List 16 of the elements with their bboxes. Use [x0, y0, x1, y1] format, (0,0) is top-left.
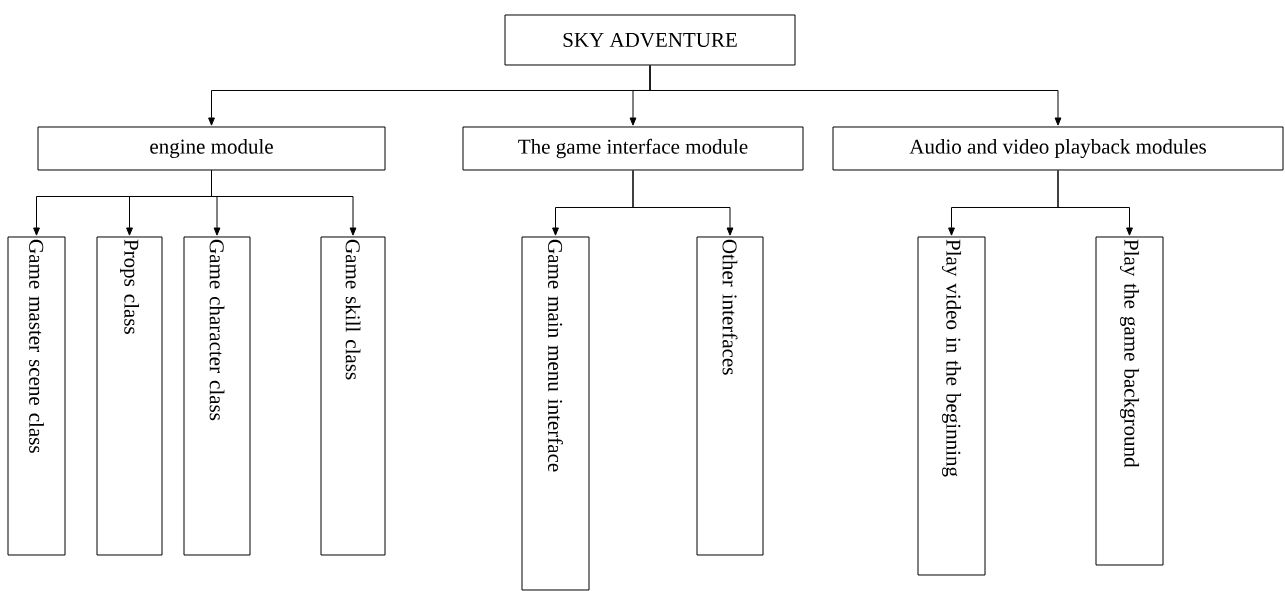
class-box: Other interfaces [696, 236, 764, 556]
arrow [211, 170, 357, 236]
arrow [1057, 170, 1133, 236]
module-box: The game interface module [462, 126, 804, 171]
class-box: Game master scene class [7, 236, 66, 556]
arrow [649, 65, 1062, 126]
class-box: Play video in the beginning [917, 236, 986, 576]
title-box: SKY ADVENTURE [504, 14, 796, 66]
arrow [632, 170, 734, 236]
class-box: Play the game background [1095, 236, 1164, 566]
class-box: Game character class [183, 236, 251, 556]
module-box: Audio and video playback modules [832, 126, 1284, 171]
class-box: Game main menu interface [521, 236, 590, 591]
class-box: Props class [96, 236, 163, 556]
module-box: engine module [37, 126, 386, 171]
class-box: Game skill class [320, 236, 386, 556]
